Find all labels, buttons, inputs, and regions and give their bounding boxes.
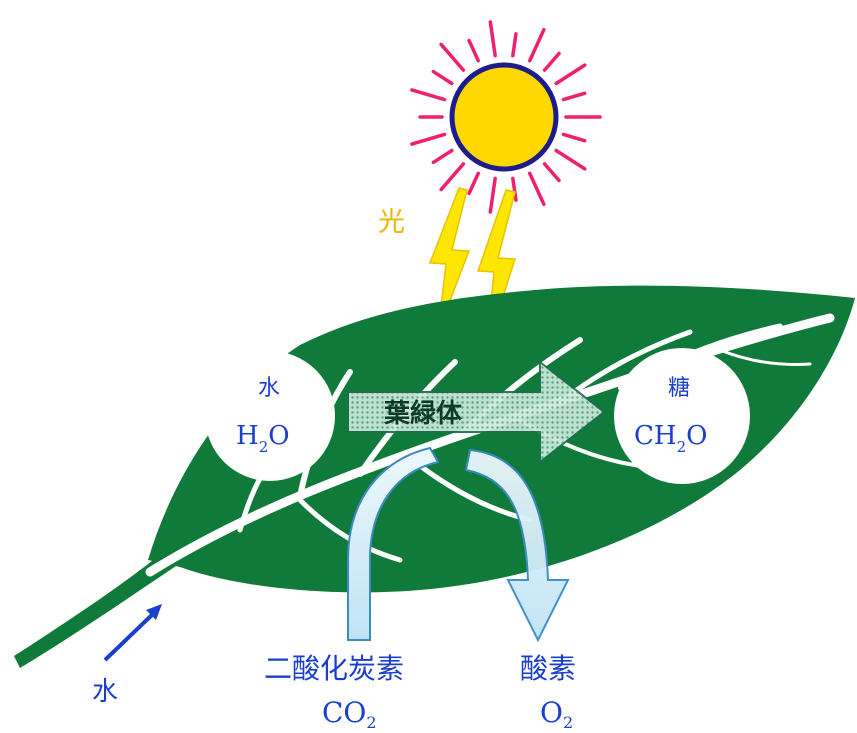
sun-ray	[563, 93, 584, 99]
sun-ray	[556, 65, 585, 83]
sugar-jp-label: 糖	[668, 376, 690, 401]
sun-ray	[441, 44, 463, 70]
sun-ray	[490, 178, 495, 212]
sun-ray	[545, 164, 559, 181]
light-label: 光	[378, 207, 405, 238]
sun-disc	[452, 65, 556, 169]
water-jp-label: 水	[258, 376, 280, 401]
water-stem-arrow	[105, 604, 162, 660]
sun-ray	[469, 173, 478, 193]
sun-ray	[530, 30, 544, 61]
water-stem-label: 水	[92, 677, 118, 707]
chloroplast-label: 葉緑体	[383, 398, 463, 429]
sun-ray	[513, 34, 516, 56]
sun-ray	[556, 151, 585, 169]
sugar-formula: CH2O	[634, 421, 707, 456]
sun-ray	[563, 134, 584, 140]
co2-formula: CO2	[322, 696, 377, 728]
sun-ray	[490, 22, 495, 56]
sun-ray	[412, 134, 445, 144]
o2-jp-label: 酸素	[520, 652, 576, 685]
leaf	[14, 286, 855, 668]
sun-ray	[530, 173, 544, 204]
co2-jp-label: 二酸化炭素	[264, 652, 404, 685]
sun-ray	[469, 41, 478, 61]
sun-ray	[433, 72, 452, 84]
sun-ray	[412, 90, 445, 100]
sun-icon	[412, 22, 600, 212]
sun-ray	[441, 164, 463, 190]
o2-formula: O2	[540, 696, 573, 728]
sun-ray	[545, 54, 559, 71]
sun-ray	[433, 151, 452, 163]
sugar-bubble: 糖 CH2O	[614, 348, 750, 484]
water-bubble: 水 H2O	[205, 351, 335, 481]
